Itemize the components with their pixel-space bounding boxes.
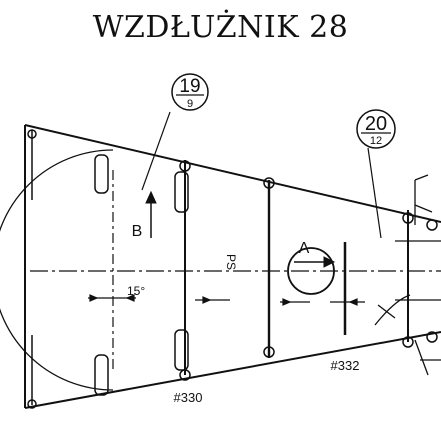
junction-circle (402, 212, 414, 224)
view-arrow-b (145, 190, 157, 238)
right-gusset (374, 294, 411, 326)
callout-19: 19 9 (141, 73, 209, 191)
label-centerline: PS (224, 254, 238, 270)
view-arrow-a (294, 256, 336, 268)
frame-330-label: #330 (174, 390, 203, 405)
bracket (174, 171, 189, 213)
callout-19-top: 19 (179, 76, 200, 97)
junction-circle (27, 129, 37, 139)
callout-19-bottom: 9 (187, 98, 193, 110)
arrowhead (282, 298, 292, 306)
junction-circle (402, 336, 414, 348)
junction-circle (27, 399, 37, 409)
bracket (94, 154, 109, 194)
arrowhead (348, 298, 358, 306)
right-bracket-bottom (414, 339, 441, 376)
junction-circle (263, 177, 275, 189)
label-a: A (299, 240, 310, 257)
label-b: B (132, 223, 143, 240)
right-bracket-top (414, 174, 433, 225)
junction-circle (263, 346, 275, 358)
junction-circle (426, 331, 438, 343)
bracket (94, 354, 109, 396)
arrowhead (89, 294, 99, 302)
frame-332-label: #332 (331, 358, 360, 373)
callout-20-top: 20 (365, 113, 387, 135)
junction-circle (426, 219, 438, 231)
arrowhead (202, 296, 212, 304)
arrowhead (125, 294, 135, 302)
label-angle: 15° (127, 284, 145, 298)
drawing-title: WZDŁUŻNIK 28 (92, 10, 349, 45)
bottom-flange-line (24, 331, 441, 409)
cutout-arc (0, 149, 114, 391)
top-flange-line (24, 124, 441, 223)
callout-20: 20 12 (356, 109, 396, 239)
callout-20-bottom: 12 (370, 135, 382, 147)
junction-circle (179, 160, 191, 172)
bracket (174, 329, 189, 371)
